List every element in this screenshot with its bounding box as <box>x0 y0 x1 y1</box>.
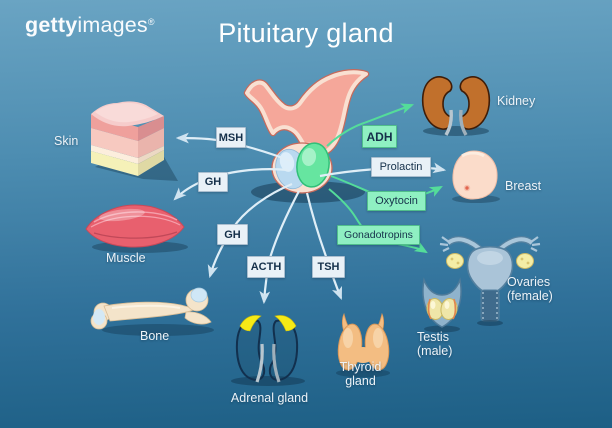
organ-label-thyroid-line2: gland <box>345 373 376 388</box>
organ-label-skin: Skin <box>54 134 79 148</box>
hormone-label-prolactin: Prolactin <box>371 157 431 177</box>
testis-illustration <box>422 277 462 333</box>
brand-light: images <box>77 13 148 37</box>
hormone-label-gonadotropins: Gonadotropins <box>337 225 420 245</box>
organ-label-thyroid-gland: Thyroid gland <box>333 360 388 388</box>
skin-illustration <box>91 101 178 181</box>
organ-label-ovaries-line1: Ovaries <box>507 275 551 289</box>
pituitary-gland-illustration <box>243 69 370 203</box>
page-title: Pituitary gland <box>218 18 394 48</box>
organ-label-kidney: Kidney <box>497 94 536 108</box>
organ-label-adrenal-gland: Adrenal gland <box>230 391 309 405</box>
organ-label-testis: Testis (male) <box>417 330 453 358</box>
hormone-label-gh-bone: GH <box>217 224 248 245</box>
brand-bold: getty <box>25 13 78 37</box>
organ-label-ovaries-line2: (female) <box>507 288 553 303</box>
hormone-label-msh: MSH <box>216 127 246 148</box>
hormone-label-oxytocin: Oxytocin <box>367 191 426 211</box>
tsh-arrow <box>305 192 343 301</box>
hormone-label-adh: ADH <box>362 125 397 148</box>
organ-label-ovaries: Ovaries (female) <box>507 275 553 303</box>
registered-mark: ® <box>147 17 155 27</box>
organ-label-breast: Breast <box>505 179 542 193</box>
muscle-illustration <box>85 204 188 253</box>
organ-label-bone: Bone <box>140 329 170 343</box>
organ-label-muscle: Muscle <box>106 251 146 265</box>
breast-illustration <box>452 150 500 203</box>
bone-illustration <box>90 287 214 336</box>
thyroid-gland-illustration <box>336 312 390 378</box>
adrenal-gland-illustration <box>231 315 305 386</box>
organ-label-testis-line2: (male) <box>417 343 453 358</box>
hormone-label-tsh: TSH <box>312 256 345 278</box>
acth-arrow <box>259 190 300 305</box>
organ-label-thyroid-line1: Thyroid <box>339 360 382 374</box>
msh-arrow <box>175 132 292 163</box>
getty-images-watermark: gettyimages® <box>25 13 155 38</box>
organ-label-testis-line1: Testis <box>417 330 449 344</box>
hormone-label-gh-muscle: GH <box>198 172 228 192</box>
ovaries-illustration <box>439 236 541 326</box>
hormone-label-acth: ACTH <box>247 256 285 278</box>
adh-arrow <box>326 103 415 147</box>
kidney-illustration <box>421 76 491 136</box>
